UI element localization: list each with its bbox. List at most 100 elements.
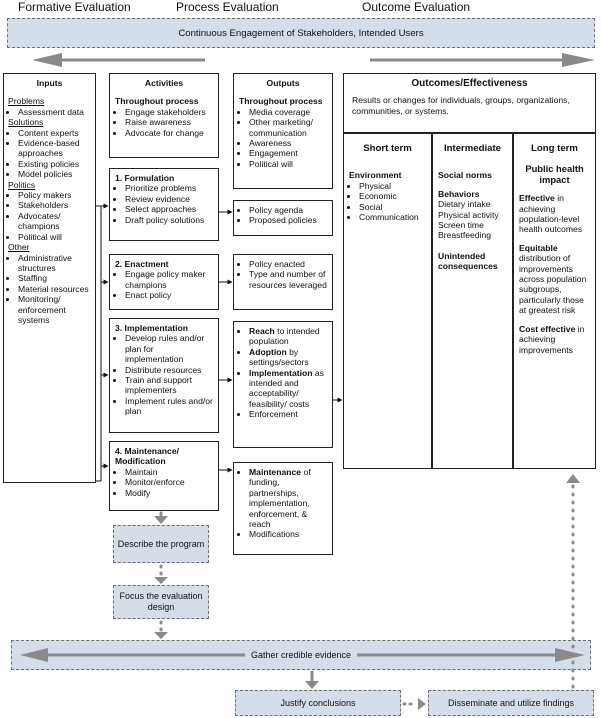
list-item: Administrative structures [18, 253, 91, 274]
social-norms-label: Social norms [438, 170, 492, 181]
dotted-arrow-justify-disseminate [402, 698, 426, 710]
politics-label: Politics [8, 179, 36, 190]
gather-label: Gather credible evidence [244, 649, 358, 661]
maintenance-label: Maintenance [249, 467, 302, 477]
list-item: Train and support implementers [125, 375, 213, 396]
impl-label: Implementation [249, 367, 313, 378]
list-item: Prioritize problems [125, 183, 213, 193]
dotted-arrow-disseminate-outcomes [566, 474, 580, 689]
header-process: Process Evaluation [176, 0, 279, 14]
behavior-item: Breastfeeding [438, 230, 492, 241]
outputs-title: Outputs [266, 78, 300, 88]
list-item: Material resources [18, 284, 91, 294]
formulation-box: 1. Formulation Prioritize problems Revie… [109, 168, 219, 241]
list-item: Communication [359, 212, 426, 222]
enactment-title: 2. Enactment [115, 259, 169, 269]
list-item: Modify [125, 488, 213, 498]
behavior-item: Dietary intake [438, 199, 491, 210]
short-term-box: Short term Environment Physical Economic… [343, 133, 432, 469]
long-term-box: Long term Public health impact Effective… [513, 133, 596, 469]
step-justify-conclusions: Justify conclusions [235, 690, 401, 716]
list-item: Assessment data [18, 107, 91, 117]
list-item: Maintenance of funding, partnerships, im… [249, 467, 327, 529]
outputs-throughout-label: Throughout process [239, 96, 323, 107]
enactment-box: 2. Enactment Engage policy maker champio… [109, 254, 219, 310]
list-item: Policy makers [18, 190, 91, 200]
activities-throughout-label: Throughout process [115, 96, 199, 107]
other-label: Other [8, 242, 30, 253]
list-item: Content experts [18, 128, 91, 138]
outputs-formulation-box: Policy agenda Proposed policies [233, 200, 333, 236]
list-item: Staffing [18, 273, 91, 283]
list-item: Monitoring/ enforcement systems [18, 294, 91, 325]
list-item: Maintain [125, 467, 213, 477]
top-arrow-right [370, 53, 595, 67]
step-focus-design: Focus the evaluation design [113, 585, 209, 619]
unintended-label: Unintended consequences [438, 250, 498, 272]
list-item: Distribute resources [125, 365, 213, 375]
solutions-label: Solutions [8, 117, 44, 128]
dotted-arrow-maint-describe [154, 511, 168, 524]
list-item: Reach to intended population [249, 326, 327, 347]
list-item: Model policies [18, 169, 91, 179]
adoption-text: by settings/sectors [249, 346, 309, 368]
list-item: Enact policy [125, 290, 213, 300]
outputs-enactment-box: Policy enacted Type and number of resour… [233, 254, 333, 310]
inputs-title: Inputs [36, 78, 63, 88]
list-item: Draft policy solutions [125, 215, 213, 225]
list-item: Type and number of resources leveraged [249, 269, 327, 290]
list-item: Existing policies [18, 159, 91, 169]
outcomes-header-box: Outcomes/Effectiveness Results or change… [343, 73, 596, 133]
list-item: Select approaches [125, 204, 213, 214]
behaviors-label: Behaviors [438, 188, 480, 199]
inputs-to-activities-bracket [96, 205, 102, 482]
effective-item: Effective in achieving population-level … [519, 193, 590, 235]
list-item: Political will [249, 159, 327, 169]
intermediate-title: Intermediate [443, 143, 502, 154]
list-item: Adoption by settings/sectors [249, 347, 327, 368]
list-item: Evidence-based approaches [18, 138, 91, 159]
effective-text: in achieving population-level health out… [519, 193, 583, 235]
equitable-text: distribution of improvements across popu… [519, 253, 587, 316]
step-disseminate-findings: Disseminate and utilize findings [428, 690, 594, 716]
inputs-box: Inputs Problems Assessment data Solution… [3, 73, 96, 483]
list-item: Social [359, 202, 426, 212]
behavior-item: Screen time [438, 220, 484, 231]
cost-effective-label: Cost effective [519, 323, 576, 334]
maintenance-box: 4. Maintenance/ Modification Maintain Mo… [109, 441, 219, 511]
list-item: Engage policy maker champions [125, 269, 213, 290]
arrow-gather-justify [305, 671, 319, 689]
outcomes-title: Outcomes/Effectiveness [411, 78, 528, 89]
outcomes-desc: Results or changes for individuals, grou… [352, 95, 570, 116]
adoption-label: Adoption [249, 346, 287, 357]
reach-text: to intended population [249, 326, 320, 347]
list-item: Economic [359, 191, 426, 201]
equitable-item: Equitable distribution of improvements a… [519, 243, 590, 316]
list-item: Advocate for change [125, 128, 213, 138]
activities-title: Activities [144, 78, 184, 88]
list-item: Political will [18, 232, 91, 242]
cost-effective-text: in achieving improvements [519, 323, 585, 355]
list-item: Engagement [249, 148, 327, 158]
list-item: Policy enacted [249, 259, 327, 269]
cost-effective-item: Cost effective in achieving improvements [519, 324, 590, 355]
dotted-arrow-describe-focus [154, 564, 168, 584]
list-item: Physical [359, 181, 426, 191]
activities-box: Activities Throughout process Engage sta… [109, 73, 219, 158]
list-item: Policy agenda [249, 205, 327, 215]
outputs-box: Outputs Throughout process Media coverag… [233, 73, 333, 189]
formulation-title: 1. Formulation [115, 173, 175, 183]
list-item: Monitor/enforce [125, 477, 213, 487]
intermediate-box: Intermediate Social norms Behaviors Diet… [432, 133, 513, 469]
implementation-title: 3. Implementation [115, 323, 189, 333]
maintenance-text: of funding, partnerships, implementation… [249, 467, 311, 530]
short-term-title: Short term [363, 143, 412, 154]
list-item: Implement rules and/or plan [125, 396, 213, 417]
effective-label: Effective [519, 193, 555, 204]
list-item: Proposed policies [249, 215, 327, 225]
list-item: Review evidence [125, 194, 213, 204]
list-item: Engage stakeholders [125, 107, 213, 117]
reach-label: Reach [249, 326, 275, 336]
top-arrow-left [32, 53, 205, 67]
